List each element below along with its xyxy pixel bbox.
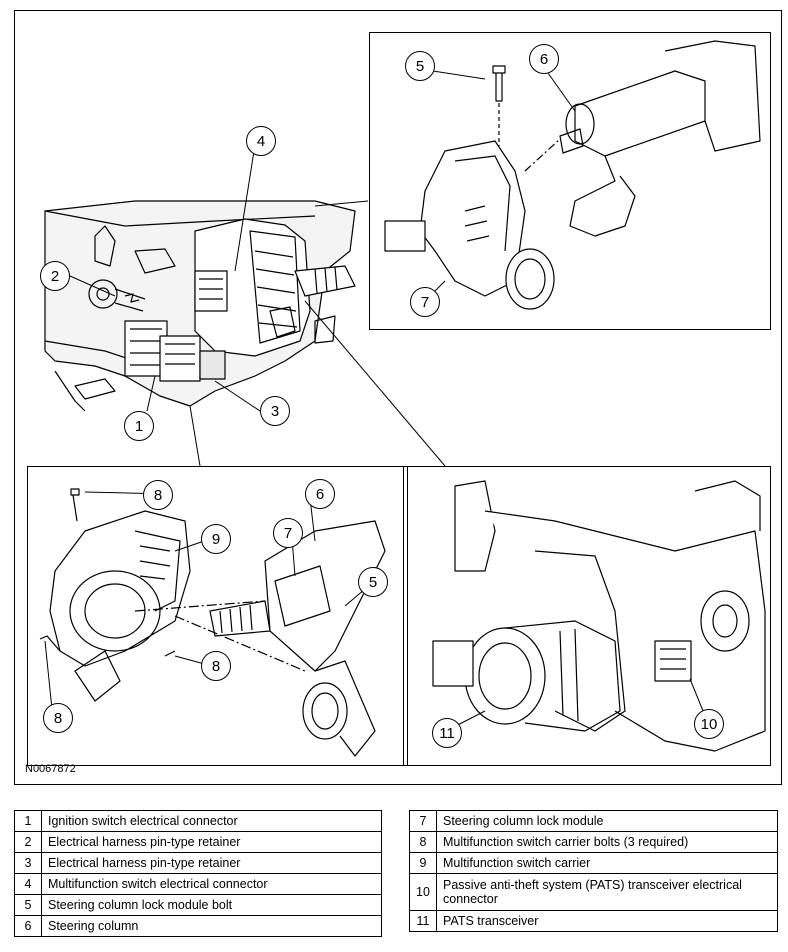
legend-description: Electrical harness pin-type retainer — [41, 852, 382, 874]
legend-number: 8 — [409, 831, 437, 853]
legend-number: 3 — [14, 852, 42, 874]
legend-description: Steering column — [41, 915, 382, 937]
legend-number: 5 — [14, 894, 42, 916]
line-art-drawing — [39, 40, 766, 757]
legend-description: Ignition switch electrical connector — [41, 810, 382, 832]
bottom-left-inset-drawing — [39, 488, 386, 757]
legend-number: 6 — [14, 915, 42, 937]
callout-5-bottom-left: 5 — [358, 567, 388, 597]
callout-2: 2 — [40, 261, 70, 291]
legend-description: Multifunction switch carrier — [436, 852, 778, 874]
legend-description: Steering column lock module — [436, 810, 778, 832]
callout-4: 4 — [246, 126, 276, 156]
callout-5-top: 5 — [405, 51, 435, 81]
legend-description: Passive anti-theft system (PATS) transce… — [436, 873, 778, 911]
top-inset-drawing — [384, 40, 761, 310]
callout-6-bottom-left: 6 — [305, 479, 335, 509]
legend-number: 4 — [14, 873, 42, 895]
callout-8-c: 8 — [43, 703, 73, 733]
callout-10: 10 — [694, 709, 724, 739]
legend-number: 9 — [409, 852, 437, 874]
callout-8-a: 8 — [143, 480, 173, 510]
legend-description: Multifunction switch electrical connecto… — [41, 873, 382, 895]
bottom-left-inset-frame — [27, 466, 408, 766]
top-inset-frame — [369, 32, 771, 330]
callout-1: 1 — [124, 411, 154, 441]
legend-number: 7 — [409, 810, 437, 832]
legend-description: Steering column lock module bolt — [41, 894, 382, 916]
legend-number: 2 — [14, 831, 42, 853]
callout-3: 3 — [260, 396, 290, 426]
legend-description: PATS transceiver — [436, 910, 778, 932]
legend-number: 10 — [409, 873, 437, 911]
legend-number: 1 — [14, 810, 42, 832]
legend-description: Electrical harness pin-type retainer — [41, 831, 382, 853]
callout-7-bottom-left: 7 — [273, 518, 303, 548]
main-assembly-drawing — [44, 200, 356, 412]
callout-6-top: 6 — [529, 44, 559, 74]
legend-description: Multifunction switch carrier bolts (3 re… — [436, 831, 778, 853]
figure-id: N0067872 — [25, 763, 76, 775]
callout-7-top: 7 — [410, 287, 440, 317]
callout-11: 11 — [432, 718, 462, 748]
callout-8-b: 8 — [201, 651, 231, 681]
legend-number: 11 — [409, 910, 437, 932]
bottom-right-inset-drawing — [432, 480, 766, 752]
exploded-view-figure: 1 2 3 4 5 6 7 8 9 6 7 5 8 8 11 10 N00678… — [14, 10, 782, 785]
bottom-right-inset-frame — [403, 466, 771, 766]
callout-9: 9 — [201, 524, 231, 554]
